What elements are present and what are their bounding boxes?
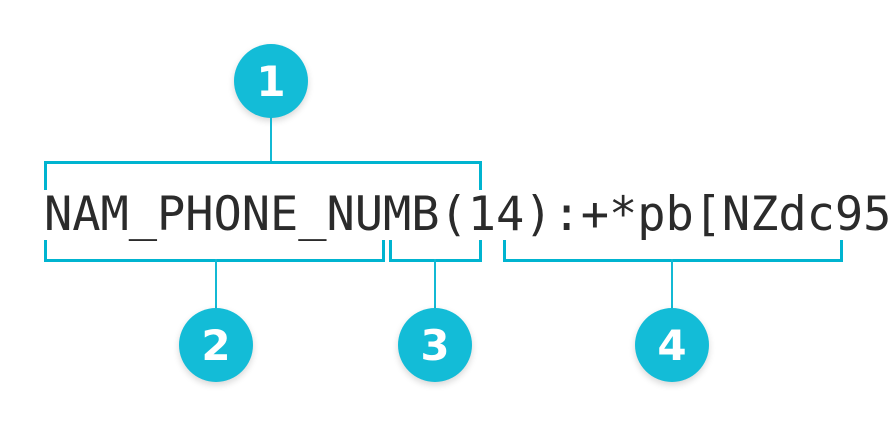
callout-2-leader-line [215,259,217,309]
bracket-4-left-tick [503,240,506,262]
callout-badge-3[interactable]: 3 [398,308,472,382]
callout-badge-3-label: 3 [420,320,450,370]
bracket-2-left-tick [44,240,47,262]
callout-badge-4[interactable]: 4 [635,308,709,382]
callout-4-leader-line [671,259,673,309]
bracket-2-right-tick [382,240,385,262]
bracket-3-left-tick [389,240,392,262]
segment-value: :+*pb[NZdc95tLB [552,187,890,242]
callout-badge-2-label: 2 [201,320,231,370]
bracket-1-right-tick [479,161,482,190]
callout-1-leader-line [270,117,272,163]
bracket-4-right-tick [840,240,843,262]
callout-badge-4-label: 4 [657,320,687,370]
bracket-4-horizontal-bar [503,259,843,262]
bracket-3-right-tick [479,240,482,262]
callout-3-leader-line [434,259,436,309]
code-string: NAM_PHONE_NUMB(14):+*pb[NZdc95tLB [44,186,890,244]
bracket-1-horizontal-bar [44,161,482,164]
callout-badge-2[interactable]: 2 [179,308,253,382]
segment-length: (14) [439,187,553,242]
bracket-1-left-tick [44,161,47,190]
callout-badge-1-label: 1 [256,56,286,106]
bracket-2-horizontal-bar [44,259,385,262]
callout-badge-1[interactable]: 1 [234,44,308,118]
segment-field-name: NAM_PHONE_NUMB [44,187,440,242]
